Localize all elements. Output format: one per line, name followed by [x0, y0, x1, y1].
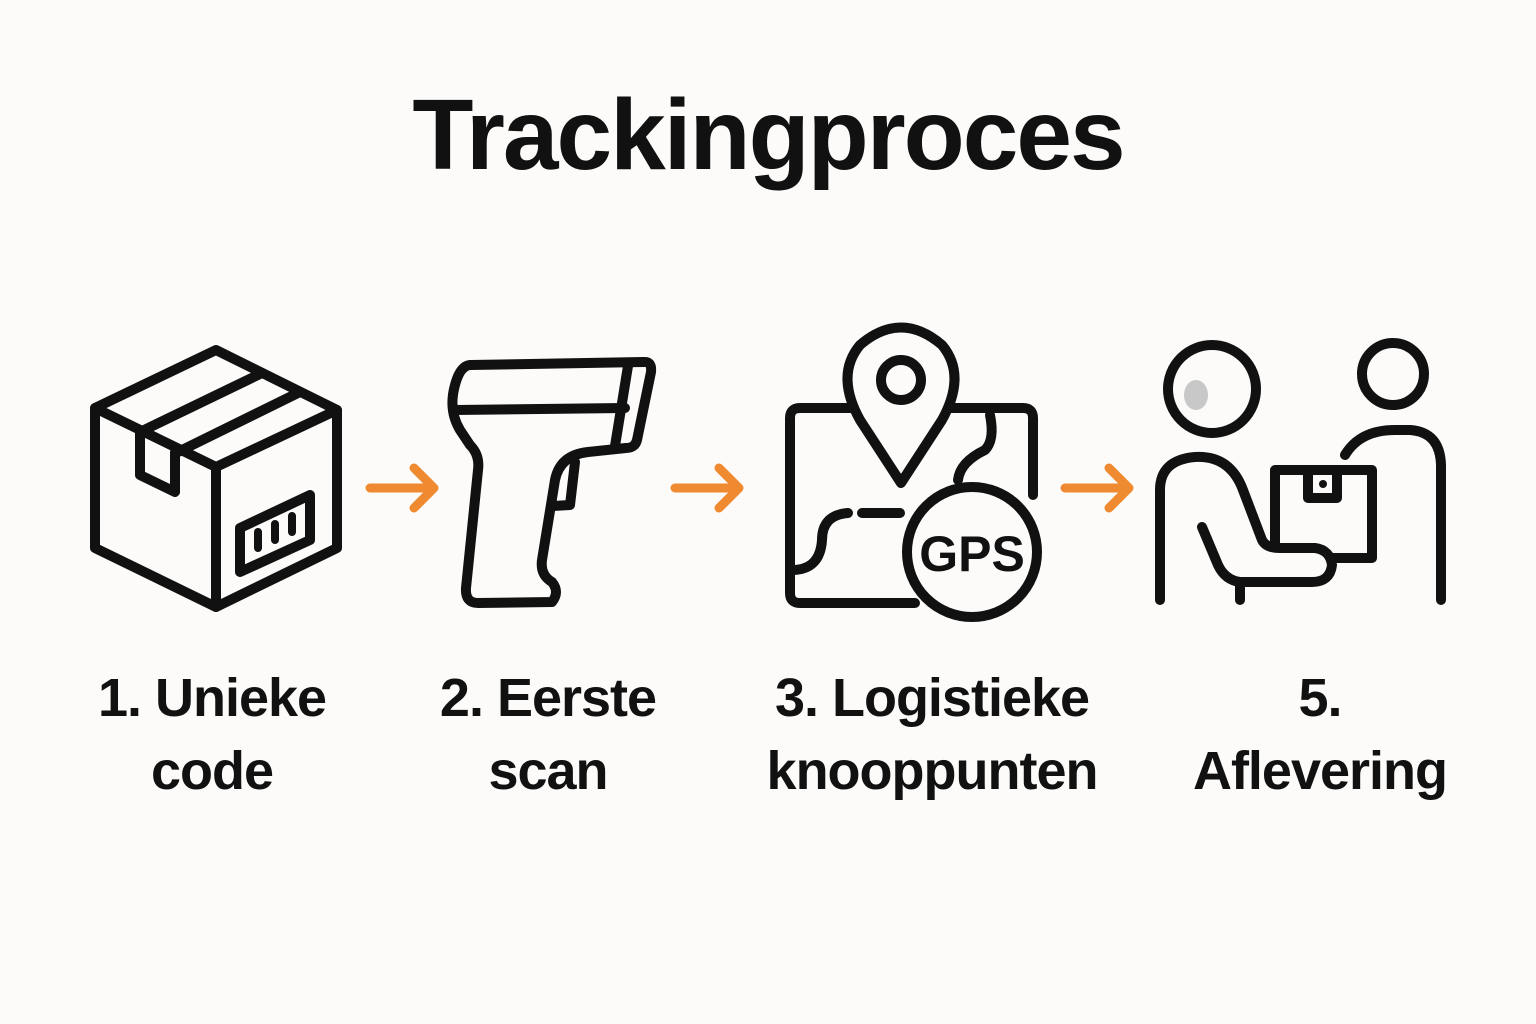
- step-1-line1: 1. Unieke: [97, 668, 327, 728]
- gps-badge-text: GPS: [919, 526, 1025, 582]
- map-gps-icon: GPS: [785, 322, 1042, 622]
- step-3-line2: knooppunten: [766, 741, 1099, 801]
- step-2-line1: 2. Eerste: [439, 668, 657, 728]
- arrow-icon: [670, 463, 744, 513]
- step-1-line2: code: [150, 741, 274, 801]
- step-2-label: 2. Eerste scan: [358, 662, 738, 808]
- step-3-label: 3. Logistieke knooppunten: [742, 662, 1122, 808]
- step-1-label: 1. Unieke code: [22, 662, 402, 808]
- arrow-icon: [1060, 463, 1134, 513]
- step-2-line2: scan: [488, 741, 608, 801]
- diagram-title: Trackingproces: [412, 79, 1125, 191]
- barcode-scanner-icon: [447, 357, 657, 608]
- delivery-handover-icon: [1155, 338, 1446, 605]
- step-5-line1: 5.: [1298, 668, 1342, 728]
- step-3-line1: 3. Logistieke: [774, 668, 1090, 728]
- step-5-line2: Aflevering: [1192, 741, 1448, 801]
- step-5-label: 5. Aflevering: [1130, 662, 1510, 808]
- arrow-icon: [365, 463, 439, 513]
- package-box-icon: [90, 345, 342, 612]
